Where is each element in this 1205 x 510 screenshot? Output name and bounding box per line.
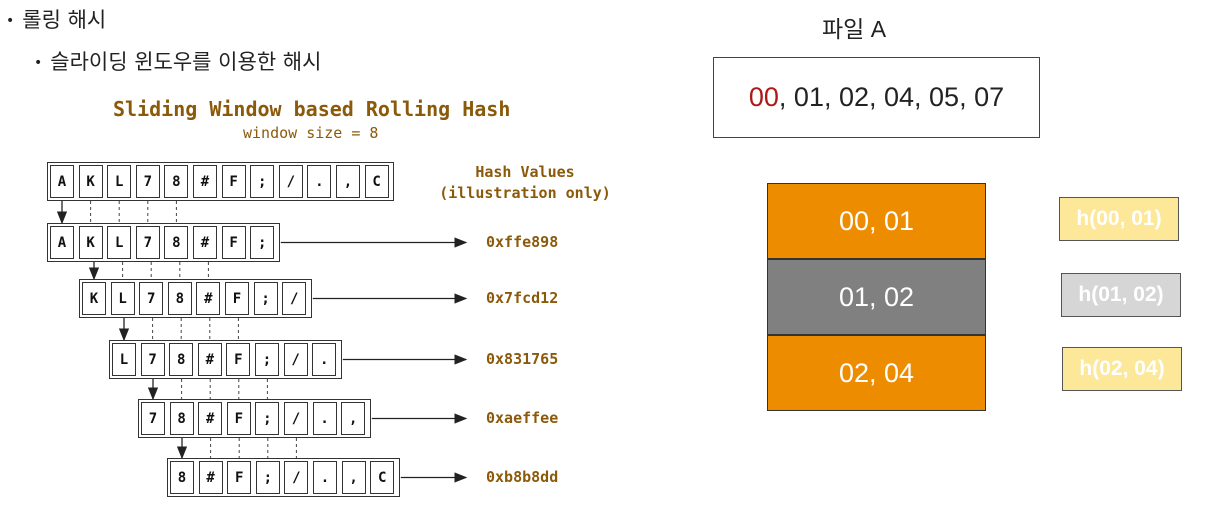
chunk-01-02: 01, 02 xyxy=(767,259,986,335)
char-cell: 8 xyxy=(170,461,194,494)
hash-values-header: Hash Values (illustration only) xyxy=(430,162,620,204)
char-cell: . xyxy=(312,343,337,376)
char-cell: 8 xyxy=(169,402,194,435)
char-cell: # xyxy=(193,226,217,259)
char-cell: C xyxy=(370,461,395,494)
window-row-3 xyxy=(109,340,342,379)
file-rest-values: , 01, 02, 04, 05, 07 xyxy=(778,82,1005,112)
hash-box-02-04: h(02, 04) xyxy=(1062,347,1182,391)
hash-values-header-line1: Hash Values xyxy=(475,163,575,181)
char-cell: 7 xyxy=(139,282,164,315)
char-cell: / xyxy=(284,402,308,435)
char-cell: 7 xyxy=(135,165,160,198)
hash-value: 0xaeffee xyxy=(486,408,559,427)
char-cell: ; xyxy=(250,165,275,198)
file-label: 파일 A xyxy=(822,16,887,42)
char-cell: F xyxy=(225,282,249,315)
bullet-dot: • xyxy=(6,13,15,29)
chunk-label: 02, 04 xyxy=(838,357,915,388)
char-cell: # xyxy=(197,343,222,376)
hash-box-label: h(01, 02) xyxy=(1078,283,1164,306)
char-cell: . xyxy=(312,402,337,435)
char-cell: K xyxy=(78,226,103,259)
hash-values-header-line2: (illustration only) xyxy=(439,184,611,202)
char-cell: . xyxy=(307,165,332,198)
hash-value: 0xb8b8dd xyxy=(486,467,559,486)
char-cell: A xyxy=(50,165,74,198)
char-cell: / xyxy=(278,165,303,198)
char-cell: L xyxy=(110,282,135,315)
char-cell: , xyxy=(341,461,366,494)
char-cell: 8 xyxy=(164,226,189,259)
hash-box-01-02: h(01, 02) xyxy=(1061,273,1181,317)
file-first-value: 00 xyxy=(748,82,779,112)
window-row-1 xyxy=(47,223,280,262)
window-row-5 xyxy=(167,458,400,497)
char-cell: # xyxy=(198,461,223,494)
hash-value: 0x831765 xyxy=(486,349,559,368)
hash-box-label: h(00, 01) xyxy=(1076,207,1162,230)
char-cell: 8 xyxy=(167,282,192,315)
char-cell: / xyxy=(284,461,309,494)
char-cell: F xyxy=(221,226,246,259)
char-cell: 7 xyxy=(135,226,160,259)
hash-value: 0xffe898 xyxy=(486,232,559,251)
char-cell: C xyxy=(364,165,389,198)
file-contents-box: 00, 01, 02, 04, 05, 07 xyxy=(713,57,1040,138)
char-cell: 8 xyxy=(164,165,189,198)
chunk-label: 01, 02 xyxy=(838,281,915,312)
window-row-4 xyxy=(138,399,371,438)
char-cell: K xyxy=(82,282,106,315)
char-cell: . xyxy=(313,461,337,494)
bullet-level2: • 슬라이딩 윈도우를 이용한 해시 xyxy=(34,46,321,76)
hash-box-00-01: h(00, 01) xyxy=(1059,197,1179,241)
char-cell: A xyxy=(50,226,74,259)
char-cell: / xyxy=(282,282,307,315)
char-cell: 7 xyxy=(140,343,165,376)
char-cell: # xyxy=(193,165,217,198)
char-cell: F xyxy=(227,461,252,494)
chunk-label: 00, 01 xyxy=(838,205,915,236)
char-cell: L xyxy=(107,165,132,198)
char-cell: L xyxy=(107,226,132,259)
char-cell: F xyxy=(221,165,246,198)
source-row xyxy=(47,162,395,201)
char-cell: K xyxy=(78,165,103,198)
char-cell: , xyxy=(341,402,366,435)
hash-box-label: h(02, 04) xyxy=(1079,357,1165,380)
char-cell: 8 xyxy=(169,343,194,376)
char-cell: ; xyxy=(250,226,275,259)
diagram-title: Sliding Window based Rolling Hash xyxy=(113,97,511,121)
char-cell: ; xyxy=(253,282,278,315)
char-cell: L xyxy=(112,343,136,376)
char-cell: , xyxy=(336,165,360,198)
char-cell: F xyxy=(226,343,251,376)
char-cell: ; xyxy=(255,402,280,435)
bullet-level1-text: 롤링 해시 xyxy=(22,8,107,32)
char-cell: F xyxy=(226,402,251,435)
bullet-level2-text: 슬라이딩 윈도우를 이용한 해시 xyxy=(50,50,322,74)
char-cell: # xyxy=(196,282,221,315)
bullet-level1: • 롤링 해시 xyxy=(6,4,106,34)
hash-value: 0x7fcd12 xyxy=(486,288,559,307)
char-cell: ; xyxy=(255,343,279,376)
diagram-subtitle: window size = 8 xyxy=(243,124,379,142)
char-cell: 7 xyxy=(141,402,165,435)
window-row-2 xyxy=(79,279,312,318)
chunk-00-01: 00, 01 xyxy=(767,183,986,259)
char-cell: ; xyxy=(255,461,280,494)
chunk-02-04: 02, 04 xyxy=(767,335,986,411)
char-cell: # xyxy=(198,402,223,435)
bullet-dot: • xyxy=(34,55,43,71)
char-cell: / xyxy=(283,343,308,376)
